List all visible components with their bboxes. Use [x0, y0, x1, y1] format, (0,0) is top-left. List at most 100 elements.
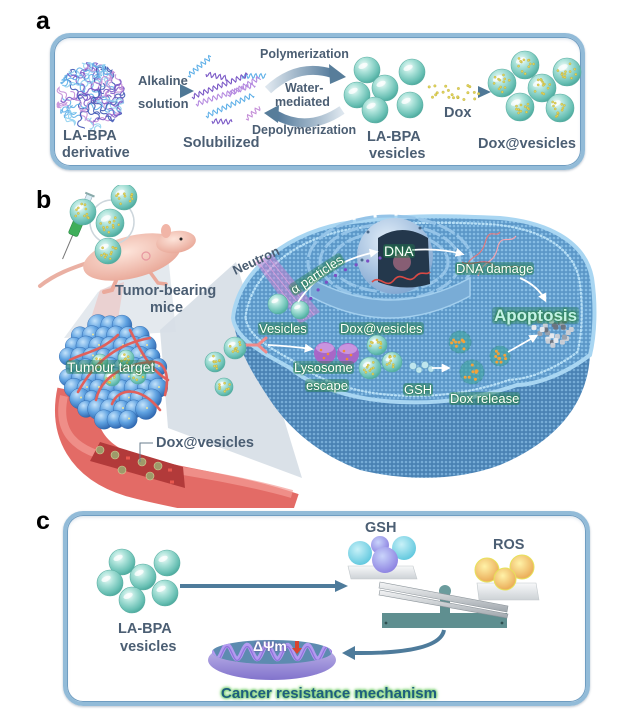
- dox-molecule: [218, 359, 221, 362]
- polymer-strand: [62, 73, 101, 87]
- dox-molecule: [526, 59, 530, 62]
- dox-molecule: [83, 203, 87, 207]
- dox-molecule: [84, 207, 88, 211]
- water-mediated-label-line2: mediated: [275, 95, 330, 109]
- polymer-strand: [60, 67, 89, 81]
- dox-molecule: [475, 369, 479, 373]
- receptor-icon: [244, 336, 268, 354]
- dox-molecule: [462, 347, 466, 351]
- dox-vesicle-sphere: [204, 351, 226, 373]
- dox-molecule: [212, 354, 215, 358]
- dox-molecule: [92, 333, 94, 336]
- dox-molecule: [503, 77, 507, 81]
- extracellular-vesicles: [204, 336, 247, 397]
- polymer-strand: [91, 70, 116, 86]
- vesicle-highlight: [358, 62, 368, 69]
- dox-molecule: [553, 107, 557, 111]
- red-blood-cell: [126, 456, 130, 460]
- dox-molecule: [499, 85, 503, 89]
- polymerization-label: Polymerization: [260, 47, 349, 61]
- dox-molecule: [146, 407, 148, 409]
- dox-molecule: [477, 92, 481, 96]
- vesicle-highlight: [532, 80, 543, 87]
- tumor-vessels: [68, 328, 170, 412]
- alkaline-label-line1: Alkaline: [138, 73, 188, 88]
- dox-molecule: [470, 363, 474, 367]
- dox-molecule: [519, 110, 523, 113]
- dox-molecule: [130, 193, 134, 196]
- polymer-strand: [63, 72, 102, 88]
- dox-molecule: [507, 79, 511, 82]
- polymer-strand: [77, 96, 97, 129]
- dna-helix-icon: [371, 271, 431, 285]
- solubilized-chains-icon: [187, 54, 267, 126]
- dna-label: DNA: [383, 243, 415, 259]
- lysosome-label-line2: escape: [305, 378, 349, 393]
- dna-damage-label: DNA damage: [455, 261, 535, 276]
- dox-molecule: [112, 219, 116, 223]
- dox-molecule: [128, 375, 130, 378]
- dox-molecule: [117, 223, 120, 227]
- dox-vesicle-sphere: [366, 334, 388, 356]
- dox-molecule: [527, 65, 531, 68]
- vesicle-body: [267, 293, 289, 315]
- vesicle-highlight: [366, 102, 376, 109]
- dox-molecule: [391, 365, 395, 369]
- dox-molecule: [391, 363, 395, 366]
- dox-molecule: [466, 84, 470, 88]
- tumor-cell: [135, 398, 157, 420]
- dox-molecule: [123, 194, 127, 198]
- alpha-particle: [309, 296, 313, 301]
- vesicle-body: [545, 93, 575, 123]
- dox-molecule: [517, 111, 520, 115]
- alkaline-label-line2: solution: [138, 96, 189, 111]
- dox-molecule: [500, 90, 504, 94]
- dox-vesicle-sphere: [527, 73, 557, 103]
- dox-molecule: [376, 341, 380, 344]
- dox-molecule: [560, 73, 564, 76]
- vesicle-body: [358, 356, 382, 380]
- dox-molecule: [556, 111, 560, 115]
- dox-molecule: [555, 114, 559, 117]
- dox-molecule: [77, 206, 80, 210]
- alpha-to-dna-arrow: [297, 248, 379, 303]
- polymer-strand: [107, 96, 122, 113]
- ros-platform: [474, 554, 540, 601]
- cancer-cell-illustration: [230, 214, 597, 478]
- vesicles-label-line1: LA-BPA: [367, 129, 421, 145]
- dox-molecule: [523, 105, 527, 108]
- cell-vesicles: [267, 293, 403, 380]
- dox-molecule: [471, 370, 475, 374]
- dna-damage-strands: [461, 231, 521, 277]
- polymer-strand: [56, 101, 70, 110]
- dox-molecule: [123, 353, 126, 356]
- cell-fragment: [550, 342, 556, 348]
- dox-molecule: [492, 82, 496, 85]
- dox-vesicle-sphere: [223, 336, 247, 360]
- dox-molecule: [539, 78, 543, 81]
- polymerization-arrow-icon: [264, 64, 346, 94]
- dox-molecule: [146, 365, 148, 367]
- redox-balance-seesaw: [378, 581, 509, 628]
- dox-vesicles-cluster: [487, 50, 582, 123]
- dox-molecule: [119, 202, 122, 206]
- dox-release-blobs: [448, 330, 511, 385]
- dox-molecule: [368, 344, 372, 348]
- balance-to-mitochondria-arrow-icon: [342, 629, 446, 660]
- cell-fragment: [548, 318, 554, 324]
- release-to-apoptosis-arrow: [507, 334, 539, 353]
- dox-molecule: [452, 338, 456, 342]
- polymer-strand: [113, 74, 124, 97]
- dox-vesicle-sphere: [117, 349, 135, 367]
- dox-molecule: [126, 355, 130, 359]
- dox-molecule: [135, 378, 139, 382]
- cell-fragment: [553, 324, 559, 330]
- polymer-strand: [65, 108, 78, 127]
- dox-molecule: [385, 363, 389, 366]
- vesicle-highlight: [123, 592, 133, 599]
- decrease-arrow-icon: [292, 641, 302, 654]
- damage-to-apoptosis-arrow: [519, 277, 547, 303]
- dox-release-label: Dox release: [449, 391, 521, 406]
- cell-side: [233, 318, 590, 478]
